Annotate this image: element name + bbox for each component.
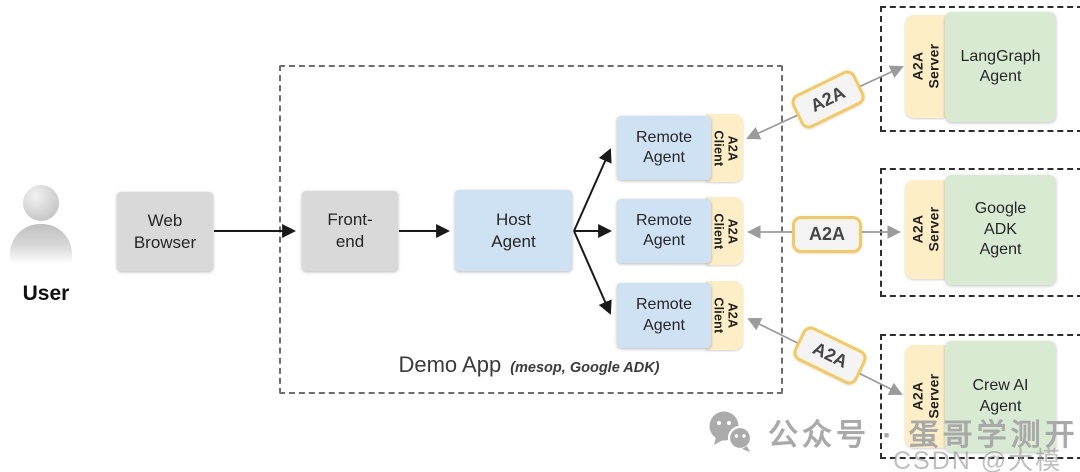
csdn-watermark: CSDN @大模型玩家: [893, 447, 1063, 472]
crew-ai-container: [880, 334, 1080, 459]
a2a-client-tab-1-label: A2A Client: [710, 130, 739, 166]
a2a-connection-label-middle: A2A: [792, 216, 862, 253]
demo-app-title: Demo App: [398, 352, 502, 377]
a2a-client-tab-3-label: A2A Client: [710, 297, 739, 334]
google-adk-agent-node: Google ADK Agent: [945, 175, 1056, 285]
a2a-client-tab-3: A2A Client: [706, 281, 743, 350]
web-browser-node: Web Browser: [117, 192, 213, 271]
demo-app-caption: Demo App (mesop, Google ADK): [279, 352, 779, 378]
user-icon-body: [10, 224, 72, 264]
a2a-client-tab-1: A2A Client: [706, 114, 743, 182]
a2a-client-tab-2: A2A Client: [706, 197, 743, 265]
user-label: User: [22, 282, 70, 305]
host-agent-node: Host Agent: [455, 190, 572, 271]
a2a-server-tab-1: A2A Server: [905, 15, 945, 118]
remote-agent-node-1: Remote Agent: [617, 116, 711, 180]
a2a-client-tab-2-label: A2A Client: [710, 213, 739, 249]
demo-app-note: (mesop, Google ADK): [510, 360, 660, 376]
a2a-server-tab-2-label: A2A Server: [908, 207, 942, 252]
a2a-server-tab-1-label: A2A Server: [908, 44, 942, 89]
a2a-server-tab-2: A2A Server: [905, 180, 945, 279]
a2a-server-tab-3: A2A Server: [905, 345, 945, 448]
wechat-watermark: 公众号 · 蛋哥学测开: [706, 410, 1079, 454]
crew-ai-agent-node: Crew AI Agent: [945, 341, 1056, 452]
remote-agent-node-3: Remote Agent: [617, 283, 711, 348]
wechat-icon: [709, 411, 753, 452]
langgraph-agent-node: LangGraph Agent: [945, 12, 1056, 122]
user-icon: [23, 185, 59, 221]
a2a-connection-label-top: A2A: [788, 67, 868, 132]
frontend-node: Front- end: [302, 191, 398, 271]
wechat-watermark-text: 公众号 · 蛋哥学测开: [768, 419, 1079, 452]
a2a-connection-label-bottom: A2A: [790, 323, 870, 388]
remote-agent-node-2: Remote Agent: [617, 199, 711, 263]
